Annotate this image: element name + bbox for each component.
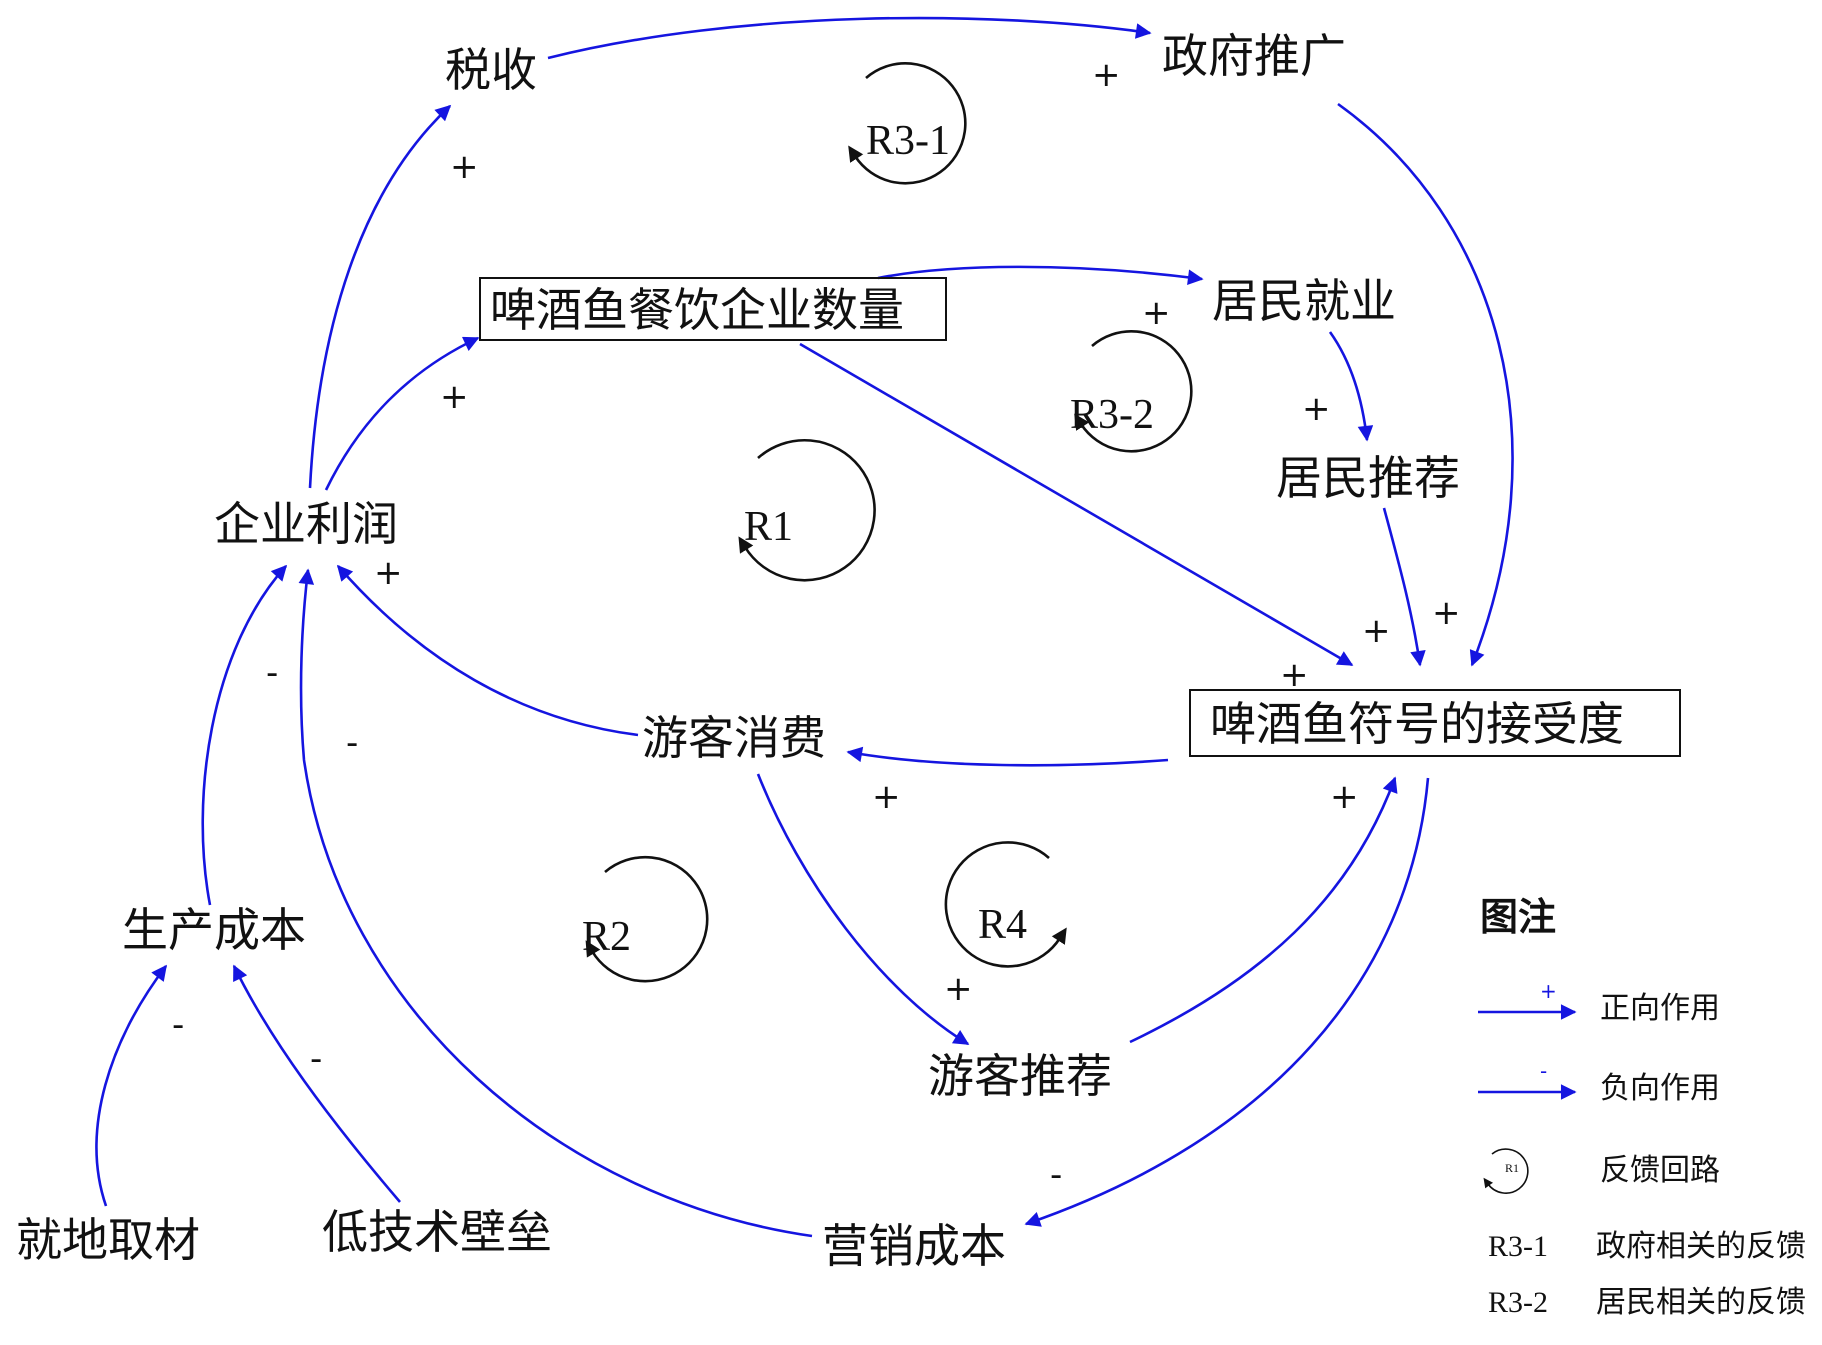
sign-acceptance-spend: + (872, 777, 901, 817)
sign-spend-tourist-recommend: + (944, 969, 973, 1009)
legend-negative-label: 负向作用 (1600, 1071, 1720, 1106)
sign-gov-acceptance: + (1432, 593, 1461, 633)
edge-jobs-to-resident-recommend (1328, 331, 1374, 442)
node-local-material: 就地取材 (16, 1213, 200, 1267)
sign-tax-gov: + (1092, 55, 1121, 95)
sign-cost-profit: - (266, 653, 278, 693)
sign-profit-tax: + (450, 147, 479, 187)
edge-restaurant-to-acceptance (799, 342, 1354, 667)
node-low-barrier: 低技术壁垒 (322, 1205, 552, 1259)
sign-acceptance-marketing: - (1050, 1155, 1062, 1195)
sign-profit-restaurant: + (440, 377, 469, 417)
legend-negative-sign: - (1540, 1059, 1547, 1083)
node-restaurant-count: 啤酒鱼餐饮企业数量 (490, 283, 904, 337)
node-profit: 企业利润 (214, 497, 398, 551)
node-tourist-spend: 游客消费 (642, 711, 826, 765)
edge-profit-to-tax (308, 104, 452, 489)
node-production-cost: 生产成本 (122, 903, 306, 957)
loop-r3-2-label: R3-2 (1070, 392, 1154, 438)
legend-loop-icon (1483, 1148, 1529, 1194)
edge-tourist-spend-to-tourist-recommend (756, 773, 970, 1046)
edge-tax-to-gov-promo (547, 16, 1152, 60)
legend-loop-icon-label: R1 (1505, 1161, 1519, 1175)
node-acceptance: 啤酒鱼符号的接受度 (1210, 697, 1624, 751)
edge-acceptance-to-marketing-cost (1024, 777, 1430, 1227)
legend-title: 图注 (1480, 895, 1556, 939)
loop-r3-1-label: R3-1 (866, 118, 950, 164)
sign-local-cost: - (172, 1005, 184, 1045)
loop-r2-arc (585, 855, 709, 983)
edge-gov-promo-to-acceptance (1337, 102, 1514, 667)
legend-positive-sign: + (1540, 979, 1557, 1003)
edge-acceptance-to-tourist-spend (846, 746, 1169, 767)
edge-resident-recommend-to-acceptance (1382, 507, 1426, 667)
legend-r3-2-code: R3-2 (1488, 1286, 1548, 1319)
sign-tourist-recommend-acceptance: + (1330, 777, 1359, 817)
edge-marketing-cost-to-profit (298, 568, 813, 1238)
sign-jobs-resident-recommend: + (1302, 389, 1331, 429)
edge-profit-to-restaurant-count (324, 336, 480, 491)
edge-tourist-recommend-to-acceptance (1129, 776, 1398, 1044)
node-tourist-recommend: 游客推荐 (928, 1049, 1112, 1103)
edge-restaurant-to-jobs (877, 265, 1204, 285)
node-resident-recommend: 居民推荐 (1276, 451, 1460, 505)
node-marketing-cost: 营销成本 (822, 1219, 1006, 1273)
node-tax: 税收 (445, 43, 537, 97)
legend-r3-2-label: 居民相关的反馈 (1596, 1285, 1806, 1320)
sign-spend-profit: + (374, 553, 403, 593)
edge-production-cost-to-profit (201, 564, 288, 906)
sign-barrier-cost: - (310, 1039, 322, 1079)
legend-r3-1-code: R3-1 (1488, 1230, 1548, 1263)
edge-tourist-spend-to-profit (336, 564, 639, 737)
acceptance-box (1189, 689, 1681, 757)
loop-r2-label: R2 (582, 914, 631, 960)
legend-r3-1-label: 政府相关的反馈 (1596, 1229, 1806, 1264)
node-resident-jobs: 居民就业 (1212, 274, 1396, 328)
edge-local-material-to-production-cost (95, 964, 168, 1207)
sign-restaurant-acceptance: + (1280, 655, 1309, 695)
sign-restaurant-jobs: + (1142, 293, 1171, 333)
loop-r4-arc (944, 841, 1067, 968)
edge-low-barrier-to-production-cost (232, 964, 401, 1203)
legend-positive-label: 正向作用 (1600, 991, 1720, 1026)
legend: 图注 + 正向作用 - 负向作用 R1 反馈回路 R3-1 政府相关的反馈 R3… (1478, 895, 1806, 1320)
node-gov-promo: 政府推广 (1162, 29, 1346, 83)
loop-r1-label: R1 (744, 504, 793, 550)
loop-r1-arc (738, 439, 876, 582)
restaurant-count-box (479, 277, 947, 341)
loop-r3-2-arc (1074, 330, 1193, 453)
legend-loop-label: 反馈回路 (1600, 1153, 1720, 1188)
sign-resident-recommend-acceptance: + (1362, 611, 1391, 651)
sign-marketing-profit: - (346, 723, 358, 763)
loop-r3-1-arc (848, 62, 967, 185)
loop-r4-label: R4 (978, 902, 1027, 948)
